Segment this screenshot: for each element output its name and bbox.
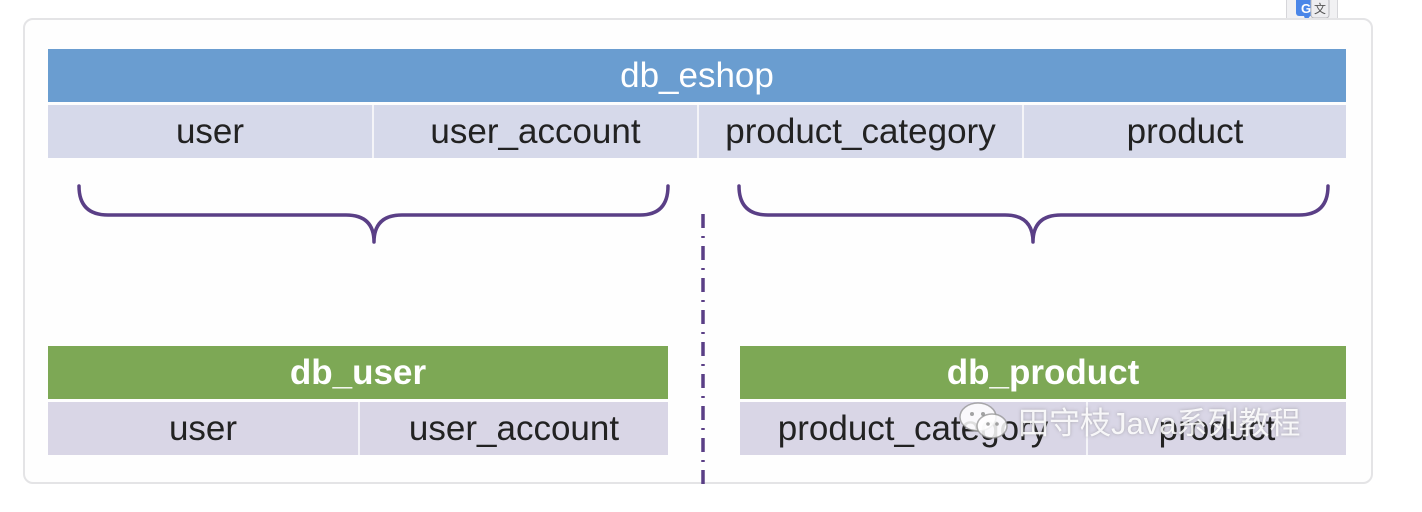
svg-text:G: G [1301,1,1311,16]
watermark-text: 田守枝Java系列教程 [1018,406,1301,441]
user-db-table-user-account: user_account [358,402,668,455]
user-db-name: db_user [289,352,427,392]
translate-icon: G 文 [1296,0,1330,22]
source-table-user: user [48,105,372,158]
user-db-header: db_user [48,346,668,399]
svg-text:文: 文 [1314,1,1326,16]
user-db-table-row: user user_account [48,402,668,455]
left-brace [77,184,670,244]
user-db-table-user: user [48,402,358,455]
source-table-product: product [1022,105,1346,158]
source-db-header: db_eshop [48,49,1346,102]
product-db-table-product: product [1086,402,1346,455]
product-db-name: db_product [946,352,1140,392]
source-db-table-row: user user_account product_category produ… [48,105,1346,158]
product-db-header: db_product [740,346,1346,399]
source-table-user-account: user_account [372,105,697,158]
source-table-product-category: product_category [697,105,1022,158]
source-db-name: db_eshop [620,55,774,95]
watermark: 田守枝Java系列教程 [958,398,1300,443]
wechat-icon [959,401,1008,439]
right-brace [737,184,1330,244]
